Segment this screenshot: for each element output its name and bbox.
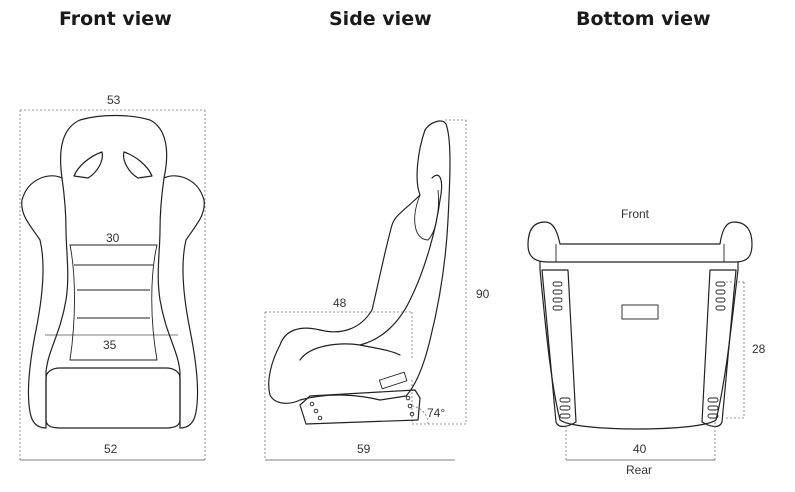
side-view-drawing	[264, 119, 467, 461]
bottom-right-slot-1	[715, 281, 726, 287]
front-top-width-label: 53	[107, 93, 121, 107]
side-angle-label: 74°	[427, 406, 446, 420]
side-mount-hole-6	[409, 411, 415, 417]
bottom-mount-length-label: 28	[752, 342, 766, 356]
front-shoulder-width-label: 30	[106, 231, 120, 245]
bottom-right-slot-2	[715, 289, 726, 295]
bottom-left-slot-5	[559, 397, 571, 403]
bottom-left-slot-2	[552, 289, 563, 295]
bottom-mount-width-label: 40	[633, 442, 647, 456]
bottom-right-rail	[701, 269, 737, 428]
side-mount-hole-5	[407, 403, 413, 409]
side-depth-label: 48	[333, 296, 347, 310]
bottom-right-slot-3	[715, 297, 726, 303]
bottom-right-slot-5	[707, 397, 719, 403]
side-view-title: Side view	[329, 8, 432, 30]
bottom-right-slot-6	[707, 405, 719, 411]
bottom-left-rail	[541, 269, 577, 428]
bottom-view-drawing	[527, 221, 753, 462]
front-right-head-slot	[123, 151, 153, 179]
front-right-wing	[157, 175, 205, 429]
side-seat-bolster	[268, 327, 381, 404]
front-left-wing	[21, 175, 69, 429]
front-view-title: Front view	[59, 8, 172, 30]
bottom-center-vent	[621, 304, 659, 320]
bottom-view-title: Bottom view	[576, 8, 711, 30]
bottom-shell	[539, 261, 739, 430]
side-mount-hole-4	[405, 395, 411, 401]
front-seat-cushion	[45, 367, 181, 429]
bottom-right-slot-4	[715, 305, 726, 311]
bottom-front-bar	[527, 221, 753, 263]
front-back-panel	[69, 244, 158, 361]
side-shell-wing	[359, 174, 443, 346]
side-mount-bracket	[299, 389, 421, 425]
side-mount-hole-3	[317, 415, 323, 421]
front-seat-width-label: 35	[103, 338, 117, 352]
side-angle-arc	[411, 405, 429, 425]
side-height-label: 90	[476, 287, 490, 301]
side-shell-edge	[414, 189, 439, 241]
front-base-width-label: 52	[104, 442, 118, 456]
side-shell-inner	[319, 129, 426, 333]
bottom-left-slot-3	[552, 297, 563, 303]
bottom-left-slot-4	[552, 305, 563, 311]
side-mount-hole-2	[313, 408, 319, 414]
front-view-drawing	[19, 109, 206, 461]
bottom-left-slot-7	[559, 413, 571, 419]
bottom-rear-label: Rear	[626, 463, 653, 477]
bottom-front-label: Front	[621, 207, 650, 221]
bottom-left-slot-1	[552, 281, 563, 287]
front-left-head-slot	[73, 151, 103, 179]
side-backrest-outline	[379, 120, 451, 401]
bottom-right-slot-7	[707, 413, 719, 419]
side-belt-slot	[378, 371, 408, 390]
front-backrest-outline	[59, 114, 168, 179]
side-seat-inner	[299, 343, 401, 361]
side-base-length-label: 59	[357, 442, 371, 456]
side-mount-hole-1	[309, 401, 315, 407]
bottom-left-slot-6	[559, 405, 571, 411]
